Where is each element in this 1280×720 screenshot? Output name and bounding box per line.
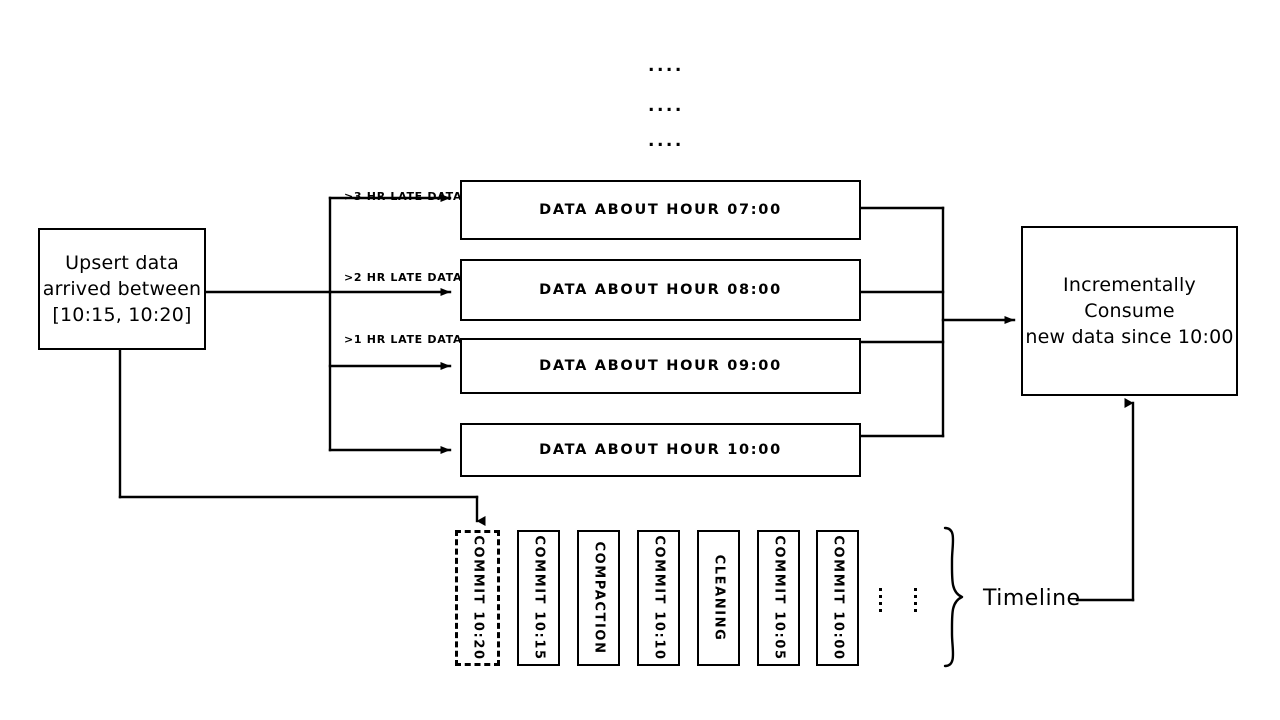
hour-partition-label-08: DATA ABOUT HOUR 08:00: [539, 282, 782, 298]
timeline-commit-commit-1000[interactable]: COMMIT 10:00: [816, 530, 859, 666]
timeline-commit-label-cleaning: CLEANING: [711, 554, 726, 642]
hour-partition-box-08[interactable]: DATA ABOUT HOUR 08:00: [460, 259, 861, 321]
late-3hr-label: >3 HR LATE DATA: [344, 190, 463, 203]
ellipsis-row-2: ....: [648, 96, 684, 116]
timeline-commit-commit-1020[interactable]: COMMIT 10:20: [455, 530, 500, 666]
timeline-ellipsis-2: [914, 588, 917, 612]
hour-partition-box-09[interactable]: DATA ABOUT HOUR 09:00: [460, 338, 861, 394]
source-box[interactable]: Upsert data arrived between [10:15, 10:2…: [38, 228, 206, 350]
late-1hr-label: >1 HR LATE DATA: [344, 333, 463, 346]
timeline-ellipsis-1: [879, 588, 882, 612]
late-2hr-label: >2 HR LATE DATA: [344, 271, 463, 284]
hour-partition-box-10[interactable]: DATA ABOUT HOUR 10:00: [460, 423, 861, 477]
timeline-commit-commit-1010[interactable]: COMMIT 10:10: [637, 530, 680, 666]
hour-partition-label-10: DATA ABOUT HOUR 10:00: [539, 442, 782, 458]
timeline-commit-label-commit-1010: COMMIT 10:10: [651, 535, 666, 661]
timeline-commit-label-commit-1005: COMMIT 10:05: [771, 535, 786, 661]
timeline-commit-label-compaction: COMPACTION: [591, 541, 606, 655]
hour-partition-label-09: DATA ABOUT HOUR 09:00: [539, 358, 782, 374]
timeline-commit-cleaning[interactable]: CLEANING: [697, 530, 740, 666]
consumer-box[interactable]: Incrementally Consume new data since 10:…: [1021, 226, 1238, 396]
timeline-commit-commit-1005[interactable]: COMMIT 10:05: [757, 530, 800, 666]
timeline-brace: [943, 526, 964, 668]
hour-partition-box-07[interactable]: DATA ABOUT HOUR 07:00: [460, 180, 861, 240]
timeline-commit-commit-1015[interactable]: COMMIT 10:15: [517, 530, 560, 666]
ellipsis-row-1: ....: [648, 56, 684, 76]
consumer-box-label: Incrementally Consume new data since 10:…: [1025, 273, 1234, 349]
hour-partition-label-07: DATA ABOUT HOUR 07:00: [539, 202, 782, 218]
ellipsis-row-3: ....: [648, 131, 684, 151]
timeline-commit-compaction[interactable]: COMPACTION: [577, 530, 620, 666]
timeline-commit-label-commit-1000: COMMIT 10:00: [830, 535, 845, 661]
timeline-commit-label-commit-1020: COMMIT 10:20: [470, 535, 485, 661]
timeline-commit-label-commit-1015: COMMIT 10:15: [531, 535, 546, 661]
timeline-label: Timeline: [983, 586, 1081, 611]
source-box-label: Upsert data arrived between [10:15, 10:2…: [42, 251, 202, 327]
